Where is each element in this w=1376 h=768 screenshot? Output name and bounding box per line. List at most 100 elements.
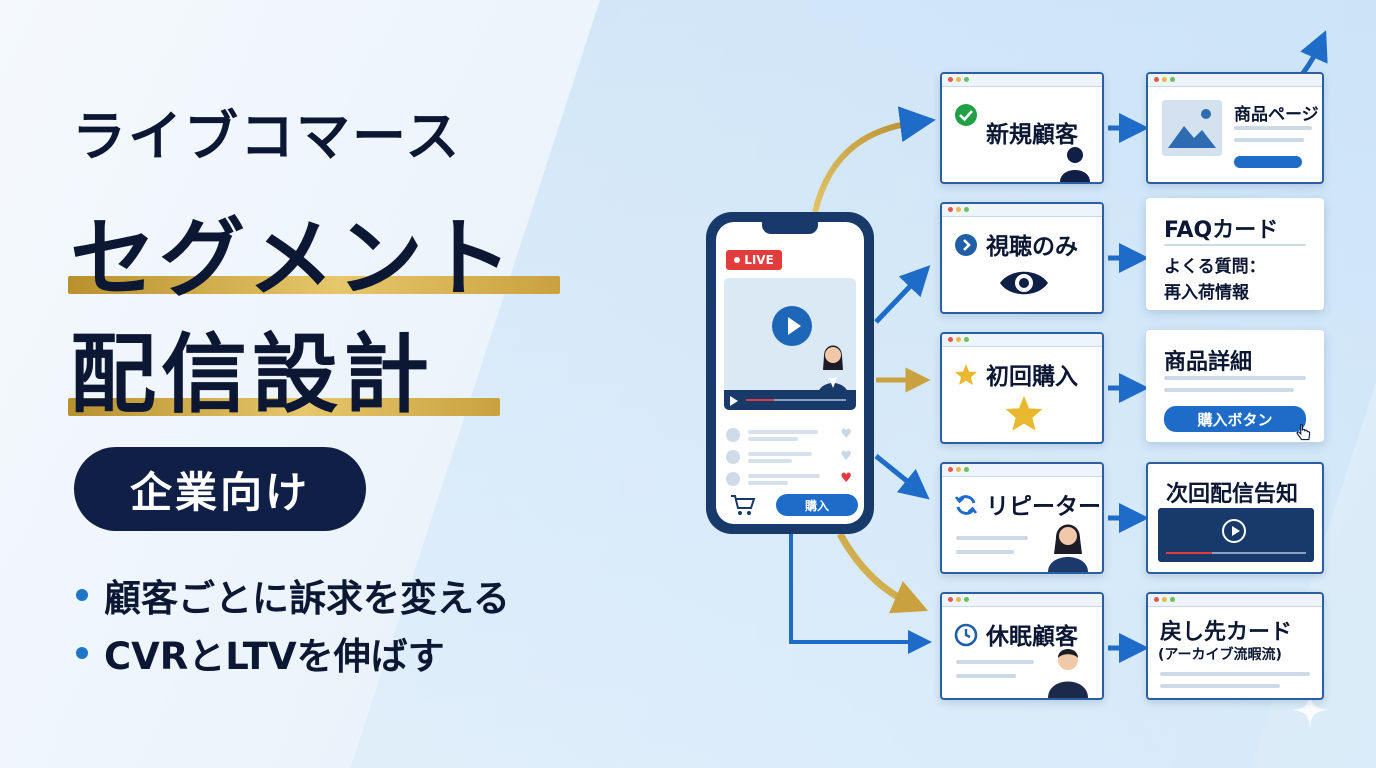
chat-line [748,481,788,485]
text-line [1164,376,1306,380]
divider [1164,244,1306,246]
bullet-list: 顧客ごとに訴求を変える CVRとLTVを伸ばす [76,566,510,682]
chat-avatar [726,450,740,464]
text-line [956,660,1034,664]
clock-icon [954,623,978,647]
chat-row: ♥ [726,428,856,442]
purchase-button[interactable]: 購入ボタン [1164,406,1306,432]
heart-icon: ♥ [840,471,852,486]
arrow-to-repeater [874,454,930,500]
window-bar [942,334,1102,347]
presenter-icon [817,345,849,398]
bullet-item: CVRとLTVを伸ばす [76,624,510,682]
target-card-next-broadcast[interactable]: 次回配信告知 [1146,462,1324,574]
target-card-faq[interactable]: FAQカード よくる質問： 再入荷情報 [1146,198,1324,310]
title-line-2: セグメント [70,209,515,309]
progress-track[interactable] [746,399,846,401]
target-card-return[interactable]: 戻し先カード (アーカイブ流暇流) [1146,592,1324,700]
buy-button[interactable]: 購入 [776,494,858,516]
bullet-text: CVRとLTVを伸ばす [104,635,445,678]
video-thumbnail[interactable] [1158,508,1314,562]
segment-card-view-only[interactable]: 視聴のみ [940,202,1104,314]
eye-icon [1000,271,1048,295]
segment-card-first-purchase[interactable]: 初回購入 [940,332,1104,444]
bullet-dot [76,589,88,601]
arrow-to-view-only [874,265,931,324]
chat-line [748,430,818,434]
bullet-text: 顧客ごとに訴求を変える [104,577,510,620]
image-placeholder-icon [1162,100,1222,156]
progress-track [1166,552,1306,554]
check-circle-icon [955,104,977,126]
title-line-3: 配信設計 [70,325,434,425]
target-title: 商品詳細 [1164,350,1253,375]
window-bar [942,204,1102,217]
text-line [1160,684,1280,688]
video-controls[interactable] [724,390,856,410]
heart-icon: ♥ [840,449,852,464]
large-star-icon [1005,395,1043,431]
arrow-to-dormant-gold [836,532,929,614]
chat-avatar [726,472,740,486]
text-line [956,674,1016,678]
target-card-product-detail[interactable]: 商品詳細 購入ボタン [1146,330,1324,442]
chat-line [748,459,792,463]
audience-badge: 企業向け [74,447,366,531]
segment-label: リピーター [986,494,1101,520]
target-card-product-page[interactable]: 商品ページ [1146,72,1324,184]
live-badge: LIVE [726,250,782,270]
small-play-icon[interactable] [730,396,738,406]
segment-label: 休眠顧客 [986,624,1078,650]
star-icon [955,364,977,385]
woman-avatar-icon [1048,524,1088,572]
target-title: 商品ページ [1234,105,1319,125]
phone-screen: LIVE ♥ ♥ [716,222,864,524]
title-line-1: ライブコマース [72,105,462,168]
chat-line [748,474,820,478]
text-line [1234,138,1304,142]
text-line [1164,388,1294,392]
smartphone: LIVE ♥ ♥ [706,212,874,534]
window-bar [1148,74,1322,87]
faq-line-1: よくる質問： [1164,257,1266,277]
window-bar [1148,594,1322,607]
play-circle-icon[interactable] [1222,519,1246,543]
chat-line [748,452,812,456]
window-bar [942,594,1102,607]
phone-notch [762,222,818,234]
segment-label: 新規顧客 [986,122,1078,148]
chat-line [748,437,798,441]
segment-card-new-customer[interactable]: 新規顧客 [940,72,1104,184]
man-avatar-icon [1048,649,1088,698]
chat-avatar [726,428,740,442]
sparkle-icon [1292,692,1328,728]
chat-row: ♥ [726,450,856,464]
target-title: 戻し先カード [1160,620,1293,645]
heart-icon: ♥ [840,427,852,442]
action-button[interactable] [1234,156,1302,168]
segment-card-repeater[interactable]: リピーター [940,462,1104,574]
arrow-to-dormant-blue [789,534,932,654]
progress-fill [746,399,774,401]
chat-row: ♥ [726,472,856,486]
target-title: FAQカード [1164,218,1279,243]
text-line [956,536,1028,540]
cart-icon[interactable] [730,494,756,516]
text-line [1234,126,1312,130]
title-underline-1 [68,276,560,294]
video-player[interactable] [724,278,856,410]
play-icon[interactable] [772,306,812,346]
segment-card-dormant[interactable]: 休眠顧客 [940,592,1104,700]
window-bar [942,464,1102,477]
segment-label: 視聴のみ [986,234,1078,260]
text-line [1160,672,1310,676]
text-line [956,550,1014,554]
live-label: LIVE [744,253,774,267]
faq-line-2: 再入荷情報 [1164,283,1249,303]
hand-cursor-icon [1296,424,1311,441]
arrow-to-new-customer [812,106,936,213]
bullet-dot [76,647,88,659]
segment-label: 初回購入 [986,364,1078,390]
window-bar [942,74,1102,87]
target-title: 次回配信告知 [1166,482,1299,507]
